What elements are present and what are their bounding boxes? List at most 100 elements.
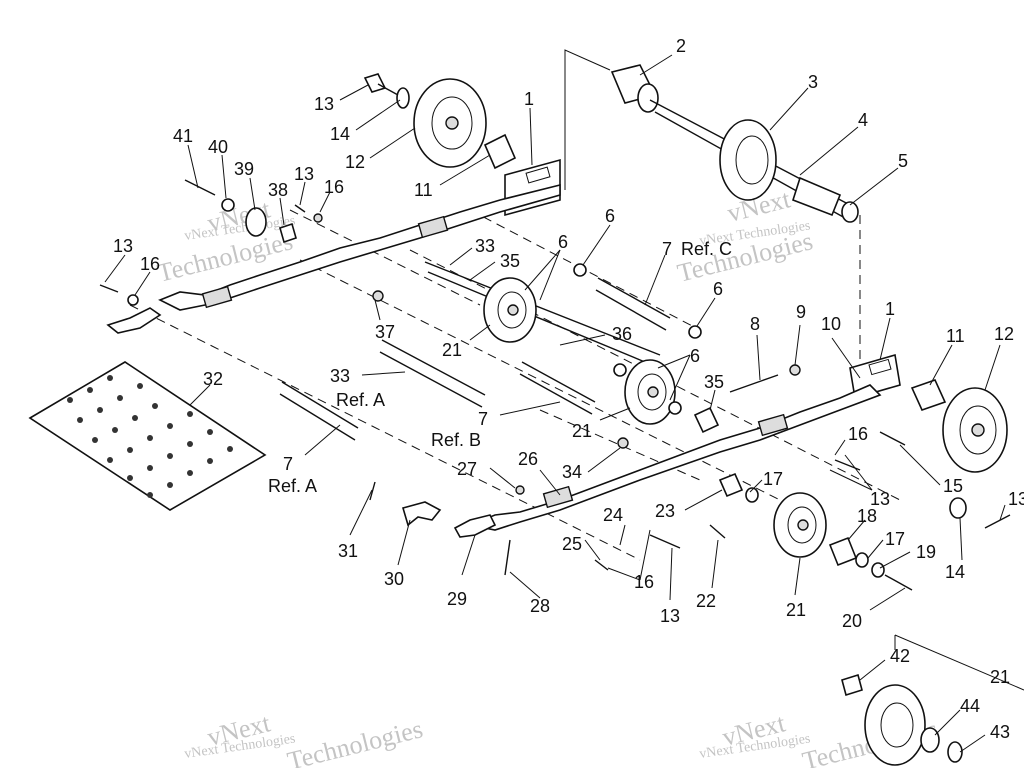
bolt <box>99 284 119 293</box>
callout-label: 6 <box>605 206 615 226</box>
washer <box>668 401 682 415</box>
callout-label: Ref. B <box>431 430 481 450</box>
callout-labels: 2 3 4 5 1 13 14 12 11 41 40 39 38 13 16 … <box>113 36 1024 742</box>
bolt <box>879 431 906 446</box>
callout-label: 16 <box>848 424 868 444</box>
washer <box>396 87 410 109</box>
bolt <box>884 574 913 591</box>
callout-label: 16 <box>140 254 160 274</box>
pin <box>369 481 376 501</box>
idler-wheel-hub <box>971 423 985 437</box>
callout-label: 42 <box>890 646 910 666</box>
right-bracket-assembly <box>729 353 1011 529</box>
callout-label: Ref. A <box>268 476 317 496</box>
tube <box>279 393 356 441</box>
nut <box>372 290 384 302</box>
bolt <box>294 204 306 213</box>
slide-rail <box>158 183 561 311</box>
washer <box>949 497 967 519</box>
track-panel <box>28 361 267 511</box>
callout-label: 10 <box>821 314 841 334</box>
bolt <box>984 514 1011 529</box>
rail-block <box>201 285 233 309</box>
callout-label: 5 <box>898 151 908 171</box>
callout-label: 43 <box>990 722 1010 742</box>
callout-label: 13 <box>314 94 334 114</box>
callout-label: 11 <box>414 180 433 200</box>
bolt <box>649 534 681 549</box>
callout-label: Ref. C <box>681 239 732 259</box>
callout-label: 14 <box>945 562 965 582</box>
nut <box>617 437 629 449</box>
washer <box>573 263 587 277</box>
nut <box>515 485 525 495</box>
callout-label: 11 <box>946 326 965 346</box>
callout-label: 14 <box>330 124 350 144</box>
rail-tip <box>106 307 162 334</box>
tube <box>281 381 359 429</box>
callout-label: 34 <box>562 462 582 482</box>
upper-rail <box>106 183 561 334</box>
idler-wheel-hub <box>797 519 809 531</box>
bracket-slot <box>525 166 551 184</box>
axle-sleeve <box>792 176 842 217</box>
callout-label: 20 <box>842 611 862 631</box>
callout-label: 30 <box>384 569 404 589</box>
callout-label: 13 <box>870 489 890 509</box>
alignment-line <box>129 304 641 561</box>
idler-wheel-rim <box>497 291 527 329</box>
washer <box>855 552 869 568</box>
idler-wheel <box>864 684 926 766</box>
leader-lines <box>104 54 1006 753</box>
rail-block <box>757 413 789 437</box>
alignment-line <box>289 209 481 306</box>
cross-shaft <box>424 261 661 356</box>
callout-label: 12 <box>345 152 365 172</box>
callout-label: 35 <box>704 372 724 392</box>
nut <box>313 213 323 223</box>
callout-label: 28 <box>530 596 550 616</box>
callout-label: 27 <box>457 459 477 479</box>
callout-label: 7 <box>283 454 293 474</box>
idler-wheel-hub <box>445 116 459 130</box>
callout-label: 16 <box>324 177 344 197</box>
callout-label: Ref. A <box>336 390 385 410</box>
callout-label: 41 <box>173 126 193 146</box>
callout-label: 21 <box>572 421 592 441</box>
callout-label: 12 <box>994 324 1014 344</box>
callout-label: 19 <box>916 542 936 562</box>
bolt <box>709 524 726 539</box>
nut <box>789 364 801 376</box>
callout-label: 13 <box>1008 489 1024 509</box>
callout-label: 24 <box>603 505 623 525</box>
idler-wheel-rim <box>880 702 914 748</box>
axle-end <box>841 201 859 223</box>
drive-axle-assembly <box>610 64 859 223</box>
callout-label: 16 <box>634 572 654 592</box>
idler-wheel-rim <box>787 506 817 544</box>
lower-hardware <box>594 459 913 591</box>
tube <box>521 361 596 403</box>
alignment-line <box>894 634 1024 691</box>
spacer <box>718 472 744 498</box>
track-studs <box>67 375 233 498</box>
washer <box>221 198 235 212</box>
idler-wheel-rim <box>637 373 667 411</box>
callout-label: 18 <box>857 506 877 526</box>
callout-label: 35 <box>500 251 520 271</box>
idler-wheel-hub <box>507 304 519 316</box>
callout-label: 31 <box>338 541 358 561</box>
bolt-head <box>363 73 387 93</box>
bolt-head <box>841 673 863 697</box>
tube <box>381 339 486 396</box>
callout-label: 40 <box>208 137 228 157</box>
tube <box>595 289 667 331</box>
inset-detail <box>841 673 963 766</box>
callout-label: 21 <box>786 600 806 620</box>
callout-label: 13 <box>113 236 133 256</box>
callout-label: 17 <box>763 469 783 489</box>
washer <box>613 363 627 377</box>
callout-label: 21 <box>442 340 462 360</box>
callout-label: 25 <box>562 534 582 554</box>
